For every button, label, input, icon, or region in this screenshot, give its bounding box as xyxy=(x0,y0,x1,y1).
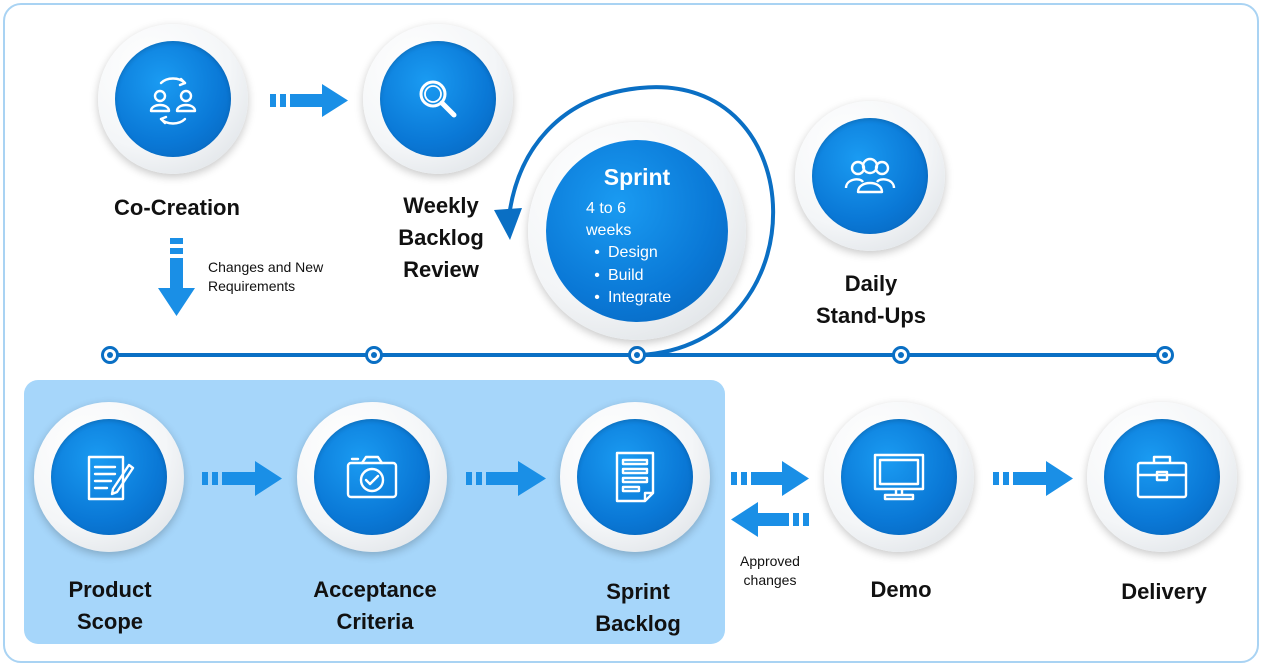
timeline-node xyxy=(365,346,383,364)
sprint-activities: Design Build Integrate xyxy=(586,242,671,310)
daily-standups-label: Daily Stand-Ups xyxy=(816,271,926,328)
demo-circle xyxy=(824,402,974,552)
arrow-demo-to-backlog xyxy=(731,502,809,537)
acceptance-criteria-label: Acceptance Criteria xyxy=(313,577,437,634)
arrow-acceptance-to-backlog xyxy=(466,461,546,496)
delivery-circle xyxy=(1087,402,1237,552)
sprint-backlog-label: Sprint Backlog xyxy=(595,579,681,636)
sprint-activity: Integrate xyxy=(586,287,671,310)
sprint-loop-arrow xyxy=(506,85,776,357)
sprint-activity: Design xyxy=(586,242,671,265)
monitor-icon xyxy=(873,453,925,501)
timeline-node xyxy=(1156,346,1174,364)
team-icon xyxy=(844,157,896,194)
diagram-frame xyxy=(3,3,1259,663)
magnifier-icon xyxy=(419,80,457,118)
acceptance-criteria-circle xyxy=(297,402,447,552)
delivery-label: Delivery xyxy=(1121,579,1207,604)
co-creation-label: Co-Creation xyxy=(114,195,240,220)
camera-check-icon xyxy=(346,455,398,499)
arrow-co-creation-to-review xyxy=(270,84,348,117)
daily-standups-circle xyxy=(795,101,945,251)
arrow-scope-to-acceptance xyxy=(202,461,282,496)
sprint-duration: 4 to 6 weeks xyxy=(586,200,632,239)
product-scope-label: Product Scope xyxy=(68,577,152,634)
sprint-backlog-circle xyxy=(560,402,710,552)
product-scope-circle xyxy=(34,402,184,552)
demo-label: Demo xyxy=(870,577,932,602)
arrow-down-to-scope xyxy=(158,238,195,316)
sprint-loop-arrowhead xyxy=(494,208,522,240)
approved-changes-note: Approved changes xyxy=(740,553,800,588)
sprint-title: Sprint xyxy=(603,164,671,190)
co-creation-circle xyxy=(98,24,248,174)
weekly-review-label: Weekly Backlog Review xyxy=(398,193,484,282)
weekly-review-circle xyxy=(363,24,513,174)
sprint-activity: Build xyxy=(586,265,671,288)
timeline-node xyxy=(892,346,910,364)
timeline-node xyxy=(101,346,119,364)
document-pen-icon xyxy=(87,455,135,501)
backlog-list-icon xyxy=(615,451,655,503)
briefcase-icon xyxy=(1136,455,1188,499)
changes-note: Changes and New Requirements xyxy=(208,259,324,294)
sprint-circle: Sprint 4 to 6 weeks Design Build Integra… xyxy=(528,122,746,340)
timeline-node xyxy=(628,346,646,364)
arrow-demo-to-delivery xyxy=(993,461,1073,496)
arrow-backlog-to-demo xyxy=(731,461,809,496)
people-exchange-icon xyxy=(149,77,197,125)
